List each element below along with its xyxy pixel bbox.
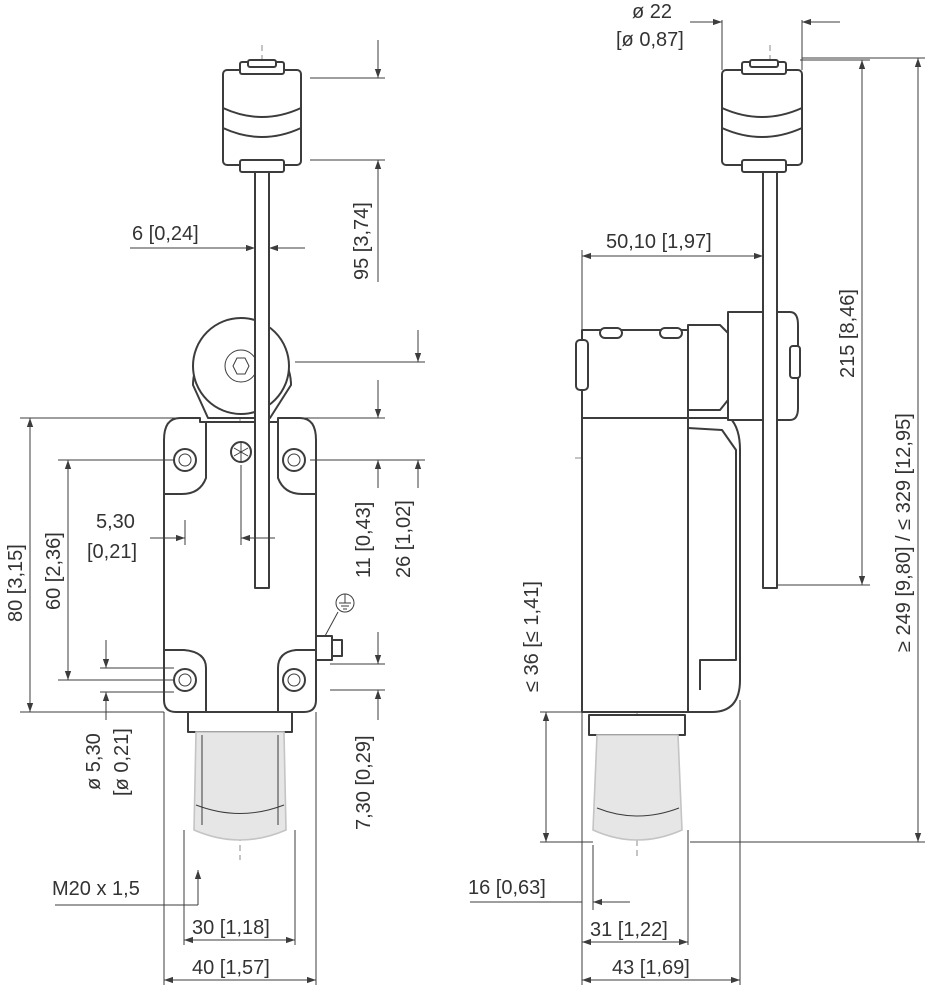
dimensions: [20, 18, 925, 985]
dim-label-6: 6 [0,24]: [132, 223, 199, 245]
dim-label-215: 215 [8,46]: [837, 289, 859, 378]
dim-label-43: 43 [1,69]: [612, 957, 690, 979]
side-view: [575, 45, 803, 860]
side-cable-gland: [588, 714, 686, 841]
dim-label-hole-dia: ø 5,30: [83, 733, 105, 790]
dim-label-26: 26 [1,02]: [393, 500, 415, 578]
dim-label-30: 30 [1,18]: [192, 917, 270, 939]
front-lever-hub: [192, 317, 292, 419]
dim-label-dia-22: ø 22: [632, 1, 672, 23]
front-mounting-holes: [173, 448, 306, 692]
front-rod: [254, 169, 270, 589]
front-housing: [163, 417, 317, 713]
front-cable-gland: [187, 711, 293, 841]
dim-label-5-30: 5,30: [96, 511, 135, 533]
dim-label-dia-22-in: [ø 0,87]: [616, 29, 684, 51]
dim-label-36: ≤ 36 [≤ 1,41]: [521, 581, 543, 692]
side-actuator-head: [581, 329, 689, 419]
dim-label-95: 95 [3,74]: [351, 202, 373, 280]
dim-label-hole-dia-in: [ø 0,21]: [111, 728, 133, 796]
dim-label-40: 40 [1,57]: [192, 957, 270, 979]
dim-label-50-10: 50,10 [1,97]: [606, 231, 712, 253]
dim-label-5-30-in: [0,21]: [87, 541, 137, 563]
front-screw: [230, 441, 252, 463]
dim-label-60: 60 [2,36]: [43, 532, 65, 610]
dim-label-7-30: 7,30 [0,29]: [353, 735, 375, 830]
dim-label-80: 80 [3,15]: [5, 544, 27, 622]
dim-label-11: 11 [0,43]: [353, 502, 375, 578]
ground-terminal: [315, 635, 343, 661]
front-roller: [222, 59, 302, 173]
thread-label: M20 x 1,5: [52, 878, 140, 900]
earth-ground-icon: [324, 593, 355, 637]
dim-label-249-329: ≥ 249 [9,80] / ≤ 329 [12,95]: [893, 413, 915, 652]
side-rod: [762, 169, 778, 589]
front-view: [150, 45, 355, 860]
side-housing: [581, 417, 689, 713]
dimension-labels: ø 22 [ø 0,87] 95 [3,74] 6 [0,24] 50,10 […: [5, 1, 915, 979]
dim-label-31: 31 [1,22]: [590, 919, 668, 941]
side-roller: [721, 59, 803, 173]
dim-label-16: 16 [0,63]: [468, 877, 546, 899]
